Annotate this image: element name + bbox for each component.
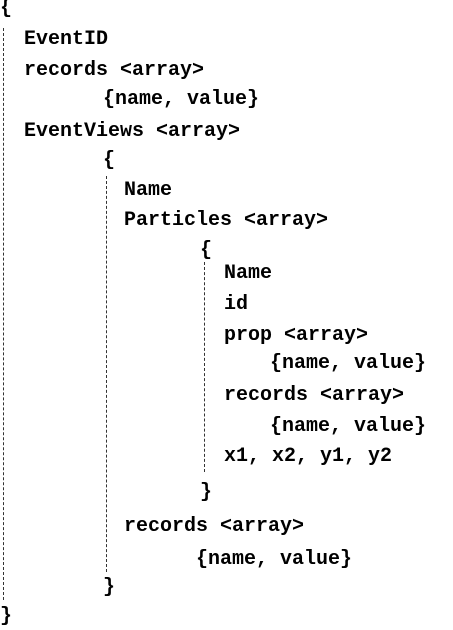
- particle-close-brace: }: [200, 481, 213, 504]
- particle-records-item: {name, value}: [270, 415, 427, 438]
- field-particle-id: id: [224, 293, 249, 316]
- event-view-close-brace: }: [103, 576, 116, 599]
- field-prop: prop <array>: [224, 324, 369, 347]
- field-particle-records: records <array>: [224, 384, 405, 407]
- root-nesting-guide: [3, 28, 4, 600]
- root-open-brace: {: [0, 0, 13, 20]
- field-coordinates: x1, x2, y1, y2: [224, 445, 393, 468]
- field-event-views: EventViews <array>: [24, 120, 241, 143]
- records-item: {name, value}: [103, 88, 260, 111]
- particle-open-brace: {: [200, 239, 213, 262]
- prop-item: {name, value}: [270, 352, 427, 375]
- field-view-name: Name: [124, 179, 173, 202]
- eventview-nesting-guide: [106, 176, 107, 572]
- field-particles: Particles <array>: [124, 209, 329, 232]
- field-records: records <array>: [24, 59, 205, 82]
- field-event-id: EventID: [24, 28, 109, 51]
- view-records-item: {name, value}: [196, 548, 353, 571]
- event-view-open-brace: {: [103, 149, 116, 172]
- field-particle-name: Name: [224, 262, 273, 285]
- particle-nesting-guide: [204, 262, 205, 472]
- root-close-brace: }: [0, 605, 13, 628]
- field-view-records: records <array>: [124, 515, 305, 538]
